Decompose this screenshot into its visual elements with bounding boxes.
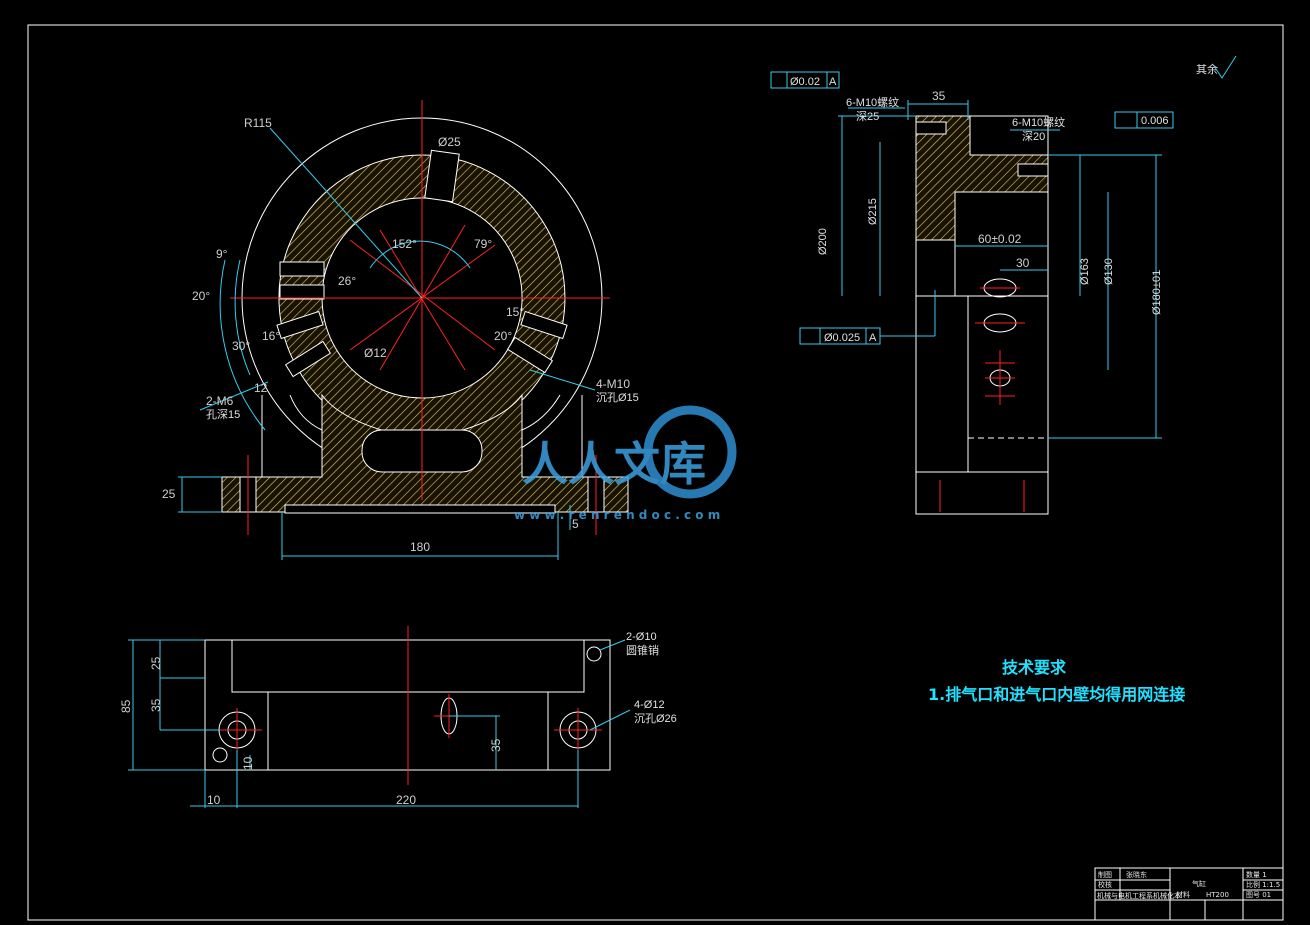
label-79: 79°: [474, 237, 492, 251]
label-16: 16°: [262, 329, 280, 343]
top-dim85: 85: [119, 699, 133, 713]
side-dim30: 30: [1016, 256, 1030, 270]
label-r115: R115: [244, 116, 272, 130]
radial-ports: [276, 149, 568, 378]
front-view: R115 Ø25 152° 79° 26° 9° 20° 30° 20° 15°…: [162, 100, 639, 560]
tb-part-name: 气缸: [1192, 879, 1206, 888]
side-d215: Ø215: [867, 198, 879, 225]
label-152: 152°: [392, 237, 417, 251]
top-pin-right: [586, 646, 602, 662]
top-hole2: 2-Ø10: [626, 631, 657, 643]
top-hole2-note: 圆锥销: [626, 643, 659, 657]
side-rough-other: 其余: [1196, 62, 1218, 76]
side-view: Ø0.02 A 6-M10螺纹 深25 35 6-M10螺纹 深20 0.006…: [770, 55, 1237, 515]
watermark-url: w w w . r e n r e n d o c . c o m: [514, 508, 720, 522]
side-dimension-lines: [770, 71, 1174, 439]
side-m10a: 6-M10螺纹: [846, 95, 899, 109]
front-dimension-lines: [178, 127, 596, 560]
side-tol1: Ø0.02: [790, 76, 820, 88]
top-centerlines: [214, 626, 602, 785]
tb-material: HT200: [1206, 891, 1229, 899]
label-12: 12: [254, 381, 268, 395]
base-recess: [284, 504, 556, 514]
label-15: 15°: [506, 305, 524, 319]
tb-designer-label: 制图: [1098, 870, 1112, 879]
label-d12: Ø12: [364, 346, 387, 360]
side-tol1-ref: A: [829, 76, 837, 88]
top-dim220: 220: [396, 793, 416, 807]
tb-drawing-no: 图号 01: [1246, 891, 1271, 899]
label-30: 30°: [232, 339, 250, 353]
tb-checker-label: 校核: [1098, 880, 1112, 889]
top-dim35: 35: [149, 698, 163, 712]
side-dim35: 35: [932, 89, 946, 103]
side-centerlines: [939, 287, 1025, 512]
left-support-arm: [261, 394, 323, 477]
tb-scale: 比例 1:1.5: [1246, 880, 1280, 889]
side-dim60: 60±0.02: [978, 232, 1022, 246]
side-m10b-depth: 深20: [1022, 130, 1045, 143]
side-tol2: 0.006: [1141, 115, 1169, 127]
label-20a: 20°: [192, 289, 210, 303]
top-hole4-cb: 沉孔Ø26: [634, 712, 677, 725]
tb-designer: 张晓东: [1126, 870, 1147, 879]
side-m10a-depth: 深25: [856, 110, 879, 123]
title-block: [1094, 867, 1284, 921]
top-view: 2-Ø10 圆锥销 4-Ø12 沉孔Ø26 25 35 85 35 10 10 …: [119, 626, 677, 808]
label-dim25: 25: [162, 487, 176, 501]
right-support-arm: [521, 394, 583, 477]
side-thread-right: [1017, 163, 1049, 177]
roughness-symbol: [1213, 55, 1237, 79]
side-d180: Ø180±01: [1151, 270, 1163, 315]
top-hole4: 4-Ø12: [634, 699, 665, 711]
top-dim25: 25: [149, 656, 163, 670]
label-dim180: 180: [410, 540, 430, 554]
label-26: 26°: [338, 274, 356, 288]
tb-school: 机械与电机工程系机械化本: [1097, 891, 1181, 900]
drawing-border: [27, 24, 1284, 921]
top-dim10a: 10: [241, 756, 255, 770]
side-tol3: Ø0.025: [824, 332, 860, 344]
side-d163: Ø163: [1079, 258, 1091, 285]
side-tol3-ref: A: [869, 332, 877, 344]
label-m6: 2-M6: [206, 394, 234, 408]
side-lower-body: [915, 295, 1049, 515]
label-m6-depth: 孔深15: [206, 408, 240, 421]
top-pin-left: [212, 747, 228, 763]
side-thread-top: [915, 121, 947, 135]
top-dimension-lines: [128, 639, 631, 808]
side-d130: Ø130: [1103, 258, 1115, 285]
tech-req-title: 技术要求: [1002, 658, 1067, 677]
watermark-brand: 人人文库: [522, 437, 706, 491]
tech-req-item1: 1.排气口和进气口内壁均得用网连接: [928, 685, 1185, 704]
label-m10-cb: 沉孔Ø15: [596, 391, 639, 404]
label-9: 9°: [216, 247, 228, 261]
watermark: 人人文库 w w w . r e n r e n d o c . c o m: [514, 405, 737, 522]
watermark-logo-icon: [643, 405, 737, 499]
tb-quantity: 数量 1: [1246, 870, 1267, 879]
label-20b: 20°: [494, 329, 512, 343]
label-m10: 4-M10: [596, 377, 630, 391]
technical-requirements: 技术要求 1.排气口和进气口内壁均得用网连接: [928, 658, 1185, 704]
tb-material-label: 材料: [1176, 890, 1190, 899]
side-m10b: 6-M10螺纹: [1012, 115, 1065, 129]
side-d200: Ø200: [817, 228, 829, 255]
label-dim5: 5: [572, 517, 579, 531]
top-dim10b: 10: [207, 793, 221, 807]
label-d25: Ø25: [438, 135, 461, 149]
top-dim35b: 35: [489, 738, 503, 752]
